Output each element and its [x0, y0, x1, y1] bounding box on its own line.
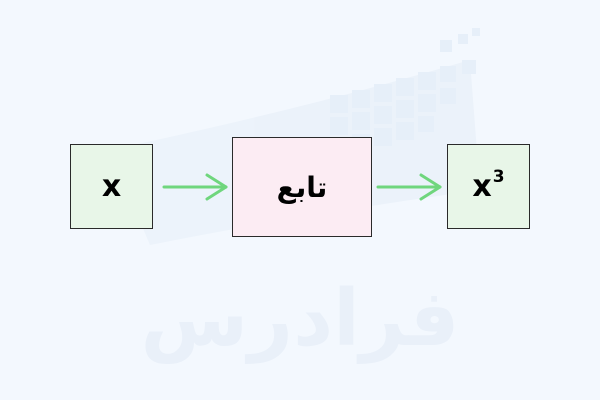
output-base: x: [472, 169, 492, 204]
function-label: تابع: [276, 170, 328, 204]
watermark-text: فرادرس: [141, 274, 460, 364]
function-box: تابع: [232, 137, 372, 237]
arrow-function-to-output: [376, 173, 442, 201]
arrow-input-to-function: [162, 173, 228, 201]
output-label: x3: [472, 167, 505, 204]
output-box: x3: [447, 144, 530, 229]
output-exponent: 3: [492, 167, 505, 187]
input-box: x: [70, 144, 153, 229]
input-label: x: [101, 169, 122, 204]
